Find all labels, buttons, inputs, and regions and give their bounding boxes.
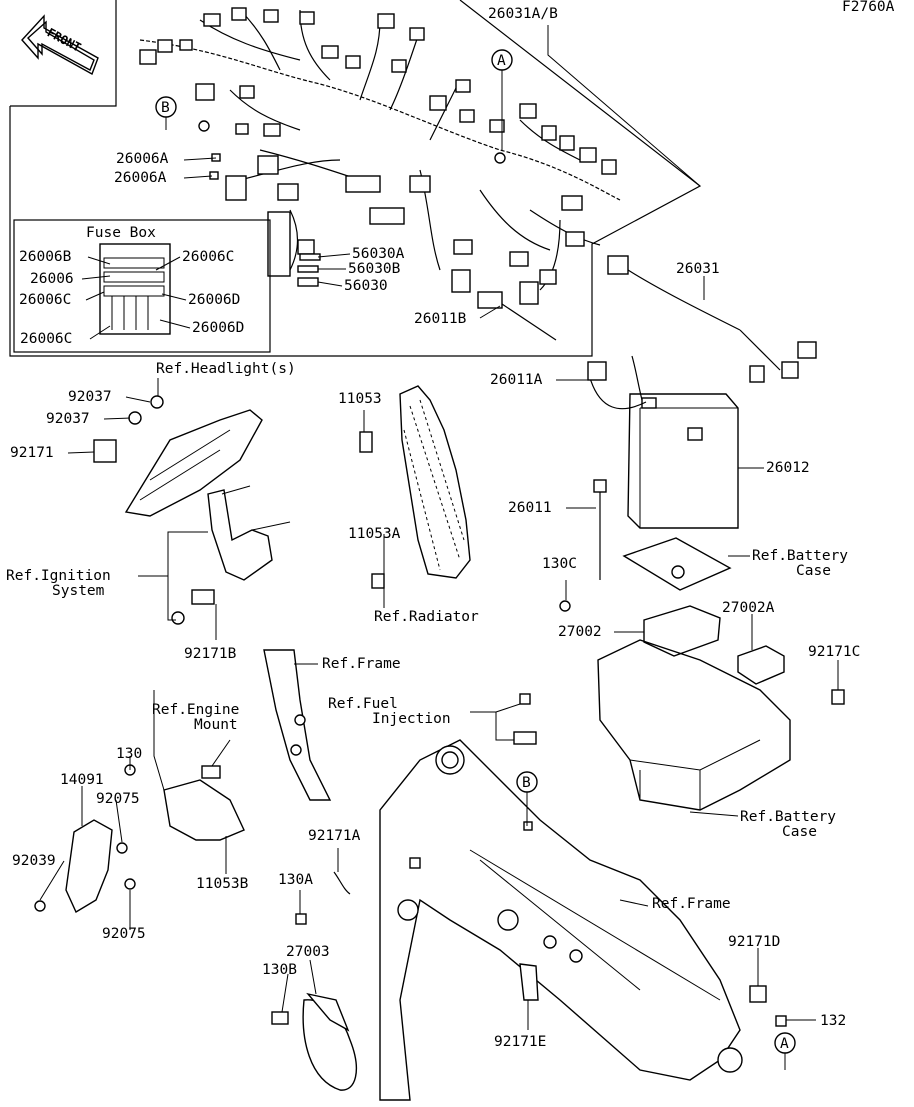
label-92039: 92039 (12, 853, 56, 869)
label-26006d-right: 26006D (188, 292, 240, 308)
label-26011: 26011 (508, 500, 552, 516)
label-ref-ignition-a: Ref.Ignition (6, 568, 111, 584)
label-26006: 26006 (30, 271, 74, 287)
ignition-bracket (171, 485, 291, 625)
label-ref-battery-1b: Case (796, 563, 831, 579)
label-92075-2: 92075 (102, 926, 146, 942)
label-ref-ignition-b: System (52, 583, 105, 599)
harness-26031 (607, 255, 817, 383)
callout-b-left: B (161, 100, 170, 116)
label-56030a: 56030A (352, 246, 405, 262)
label-ref-radiator: Ref.Radiator (374, 609, 479, 625)
label-92171c: 92171C (808, 644, 860, 660)
label-92171b: 92171B (184, 646, 237, 662)
label-130a: 130A (278, 872, 313, 888)
callout-b-frame: B (522, 775, 531, 791)
label-ref-battery-2b: Case (782, 824, 817, 840)
label-ref-battery-1a: Ref.Battery (752, 548, 848, 564)
label-56030: 56030 (344, 278, 388, 294)
label-26031ab: 26031A/B (488, 6, 558, 22)
main-frame (379, 739, 787, 1101)
label-ref-engine-a: Ref.Engine (152, 702, 239, 718)
label-130b: 130B (262, 962, 297, 978)
callout-circles (155, 49, 796, 1070)
callout-a-bottom: A (780, 1036, 789, 1052)
label-11053a: 11053A (348, 526, 401, 542)
label-26011b: 26011B (414, 311, 467, 327)
battery (587, 355, 739, 580)
radiator-guard (359, 385, 471, 589)
label-27002a: 27002A (722, 600, 775, 616)
label-92075-1: 92075 (96, 791, 140, 807)
label-130: 130 (116, 746, 142, 762)
main-wiring-harness (139, 7, 621, 341)
label-ref-frame-2: Ref.Frame (652, 896, 731, 912)
leader-lines (39, 25, 839, 1030)
label-ref-battery-2a: Ref.Battery (740, 809, 836, 825)
label-26006c-right: 26006C (182, 249, 234, 265)
label-92037-1: 92037 (68, 389, 112, 405)
battery-case-tray (622, 537, 732, 591)
label-26031: 26031 (676, 261, 720, 277)
small-fasteners (295, 693, 539, 1001)
label-11053: 11053 (338, 391, 382, 407)
label-ref-fuel-b: Injection (372, 711, 451, 727)
main-harness-frame (9, 0, 702, 357)
label-ref-engine-b: Mount (194, 717, 238, 733)
figure-code: F2760A (842, 0, 895, 15)
label-27002: 27002 (558, 624, 602, 640)
horn-27003 (271, 992, 357, 1091)
engine-mount-bracket (34, 764, 245, 914)
label-26011a: 26011A (490, 372, 543, 388)
frame-piece-upper (263, 649, 332, 801)
label-27003: 27003 (286, 944, 330, 960)
label-26006b: 26006B (19, 249, 72, 265)
label-ref-fuel-a: Ref.Fuel (328, 696, 398, 712)
battery-holder (559, 600, 845, 811)
label-26006a-1: 26006A (116, 151, 169, 167)
label-ref-headlight: Ref.Headlight(s) (156, 361, 296, 377)
label-92171e: 92171E (494, 1034, 546, 1050)
label-11053b: 11053B (196, 876, 249, 892)
label-92171d: 92171D (728, 934, 780, 950)
label-26006c-bottom: 26006C (20, 331, 72, 347)
label-ref-frame-1: Ref.Frame (322, 656, 401, 672)
callout-a-top: A (497, 53, 506, 69)
label-130c: 130C (542, 556, 577, 572)
label-132: 132 (820, 1013, 846, 1029)
fuse-box-title: Fuse Box (86, 225, 156, 241)
fuse-box-panel (13, 219, 271, 353)
headlight-bracket (93, 395, 263, 517)
label-26012: 26012 (766, 460, 810, 476)
label-92037-2: 92037 (46, 411, 90, 427)
label-26006a-2: 26006A (114, 170, 167, 186)
label-56030b: 56030B (348, 261, 401, 277)
label-26006c-left: 26006C (19, 292, 71, 308)
part-labels: 26031A/B 26006A 26006A 26006B 26006C 260… (6, 6, 860, 1050)
label-92171a: 92171A (308, 828, 361, 844)
front-arrow-icon (21, 14, 99, 76)
ecu-27002 (643, 605, 785, 685)
label-92171: 92171 (10, 445, 54, 461)
label-26006d-bottom: 26006D (192, 320, 244, 336)
label-14091: 14091 (60, 772, 104, 788)
